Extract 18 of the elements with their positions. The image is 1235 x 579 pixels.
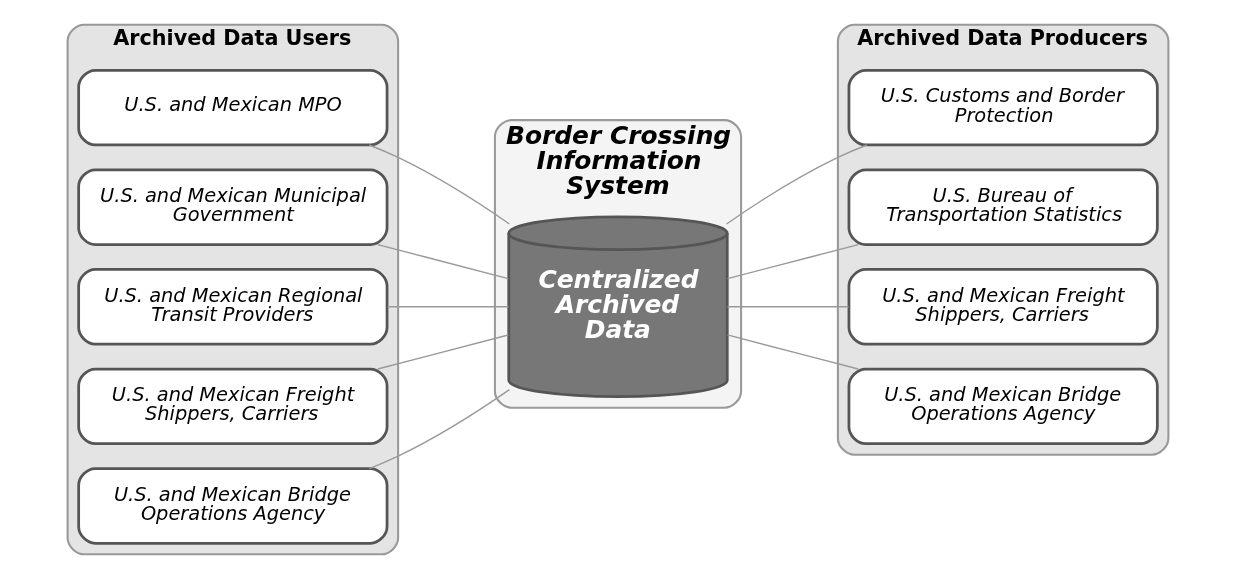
connector [368,388,510,470]
node-box: U.S. and Mexican Freight Shippers, Carriers [76,367,388,446]
node-box: U.S. Bureau of Transportation Statistics [847,168,1159,246]
node-box: U.S. Customs and Border Protection [847,68,1159,147]
connector [376,243,509,280]
node-box: U.S. and Mexican MPO [76,68,388,147]
node-box: U.S. and Mexican Bridge Operations Agency [76,467,388,545]
node-box: U.S. and Mexican Bridge Operations Agency [847,367,1159,446]
connector [368,144,510,225]
node-box: U.S. and Mexican Regional Transit Providers [76,268,388,346]
connector [376,334,509,370]
connector [726,334,859,370]
connector [725,144,867,225]
connector [726,243,859,280]
connector [386,306,509,308]
connector [726,306,849,308]
node-box: U.S. and Mexican Freight Shippers, Carriers [847,268,1159,346]
node-box: U.S. and Mexican Municipal Government [76,168,388,246]
